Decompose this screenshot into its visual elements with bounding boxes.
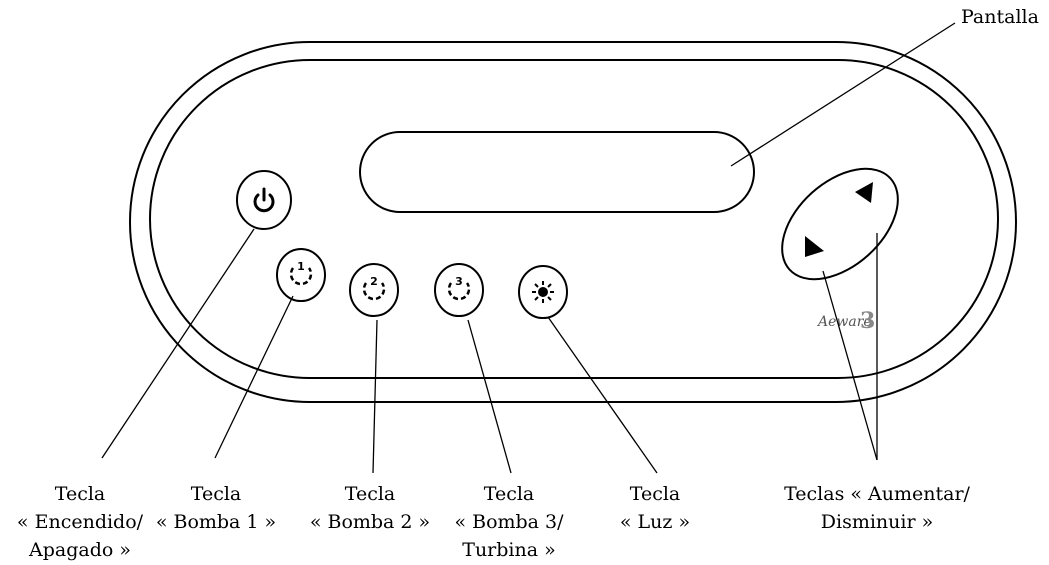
display-screen <box>359 131 755 213</box>
svg-text:Aeware: Aeware <box>816 314 872 330</box>
svg-text:« Encendido/: « Encendido/ <box>17 511 144 533</box>
leader-pump3 <box>467 319 512 474</box>
svg-text:« Bomba 3/: « Bomba 3/ <box>454 511 564 533</box>
panel-inner-outline <box>149 59 999 379</box>
svg-text:« Luz »: « Luz » <box>620 511 690 533</box>
svg-text:2: 2 <box>370 275 378 288</box>
aeware-logo: Aeware 3 <box>816 308 875 334</box>
label-updown: Teclas « Aumentar/ Disminuir » <box>784 483 970 533</box>
light-icon <box>532 281 554 303</box>
pump-2-icon: 2 <box>362 275 386 301</box>
up-arrow-icon <box>855 182 873 203</box>
svg-text:« Bomba 2 »: « Bomba 2 » <box>310 511 430 533</box>
svg-text:Tecla: Tecla <box>484 483 535 505</box>
leader-lines <box>101 22 956 474</box>
label-pump1: Tecla « Bomba 1 » <box>156 483 276 533</box>
svg-text:3: 3 <box>860 308 875 334</box>
svg-text:Tecla: Tecla <box>345 483 396 505</box>
leader-light <box>547 316 658 474</box>
svg-text:Teclas « Aumentar/: Teclas « Aumentar/ <box>784 483 970 505</box>
panel-outer-outline <box>129 41 1017 403</box>
light-button[interactable] <box>518 265 568 319</box>
pump-3-icon: 3 <box>447 275 471 301</box>
leader-pump1 <box>214 295 294 459</box>
leader-pump2 <box>372 319 378 474</box>
leader-power <box>101 228 255 459</box>
label-pump2: Tecla « Bomba 2 » <box>310 483 430 533</box>
svg-text:Tecla: Tecla <box>630 483 681 505</box>
label-screen: Pantalla <box>961 6 1039 28</box>
pump-1-icon: 1 <box>289 260 313 286</box>
svg-text:Tecla: Tecla <box>191 483 242 505</box>
svg-text:3: 3 <box>455 275 463 288</box>
svg-text:Disminuir »: Disminuir » <box>821 511 933 533</box>
svg-text:« Bomba 1 »: « Bomba 1 » <box>156 511 276 533</box>
down-arrow-icon <box>805 236 824 257</box>
leader-down <box>822 270 878 461</box>
pump-3-button[interactable]: 3 <box>434 263 484 317</box>
power-icon <box>253 187 275 213</box>
pump-2-button[interactable]: 2 <box>349 263 399 317</box>
svg-text:Apagado »: Apagado » <box>28 539 131 561</box>
label-light: Tecla « Luz » <box>620 483 690 533</box>
label-pump3: Tecla « Bomba 3/ Turbina » <box>454 483 564 561</box>
svg-text:Turbina »: Turbina » <box>462 539 555 561</box>
svg-text:1: 1 <box>297 260 305 273</box>
leader-screen <box>730 22 956 167</box>
power-button[interactable] <box>236 170 292 230</box>
svg-text:Tecla: Tecla <box>55 483 106 505</box>
updown-rocker-button[interactable] <box>761 147 918 300</box>
label-power: Tecla « Encendido/ Apagado » <box>17 483 144 561</box>
pump-1-button[interactable]: 1 <box>276 248 326 302</box>
